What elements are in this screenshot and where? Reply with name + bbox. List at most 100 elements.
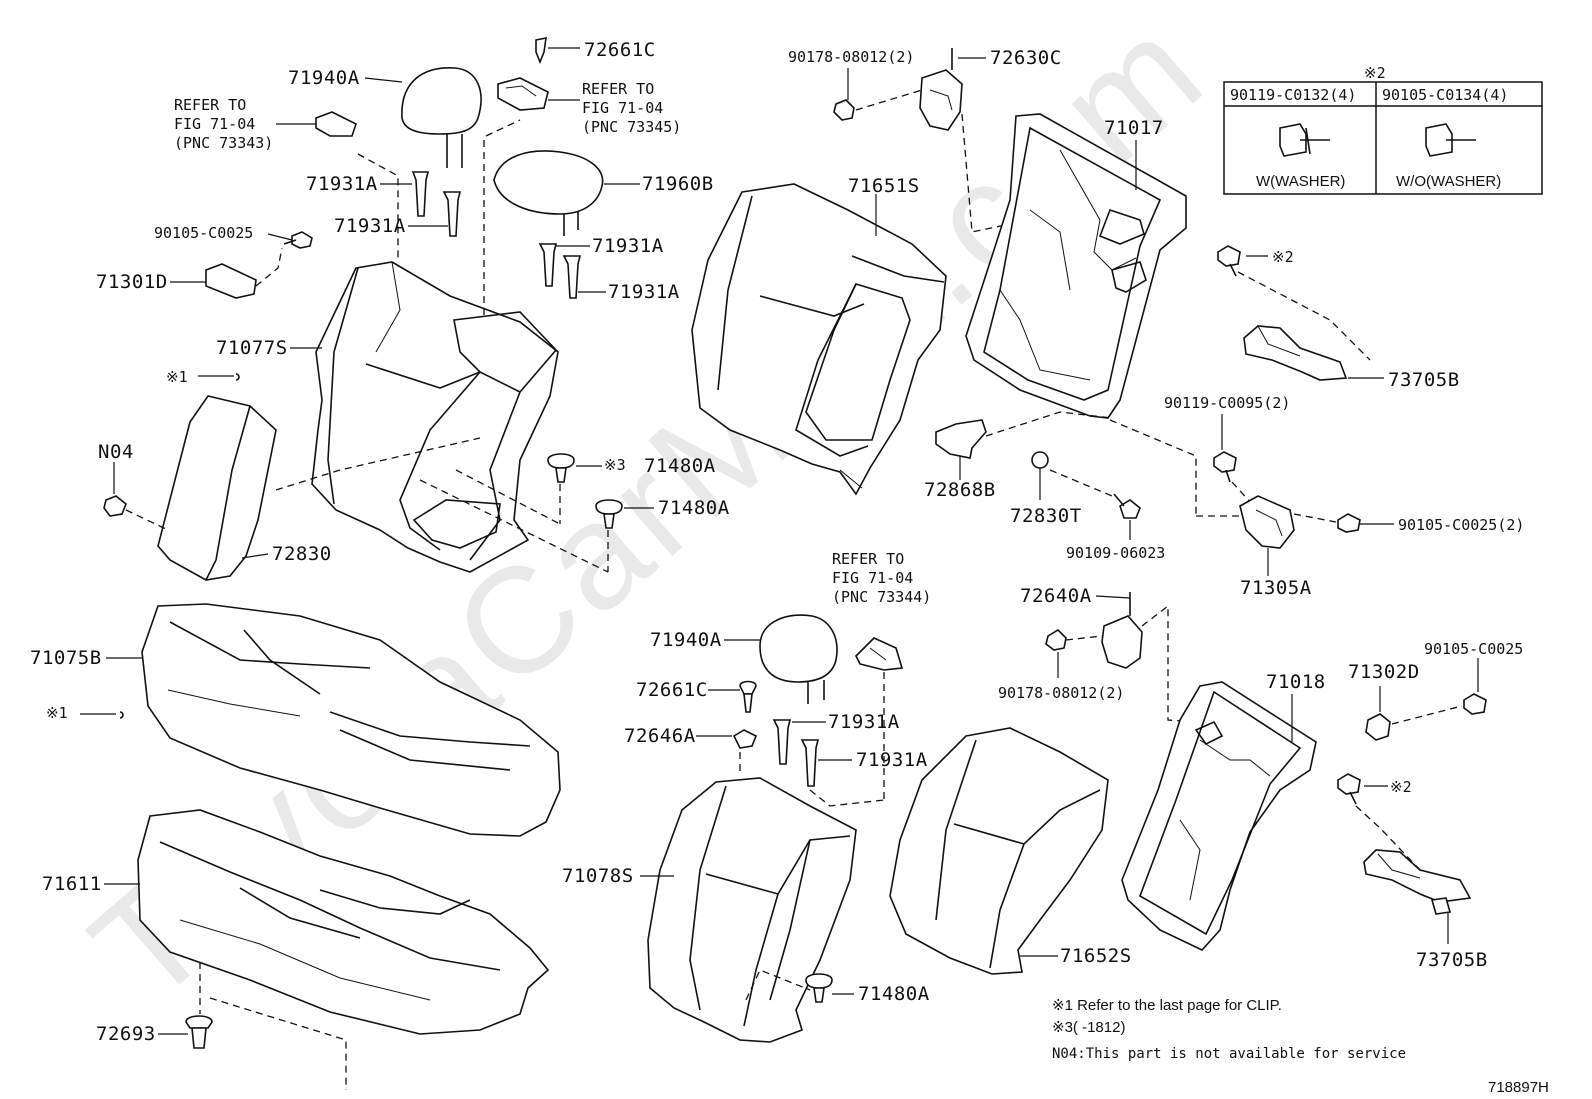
bolt-90105-C0025-a[interactable]	[283, 231, 313, 249]
seatback-assy-71078S[interactable]	[647, 777, 857, 1043]
label-71931A-2[interactable]: 71931A	[334, 215, 406, 237]
label-71931A-1[interactable]: 71931A	[306, 173, 378, 195]
nut-72830T[interactable]	[1031, 451, 1049, 469]
clip-73344[interactable]	[855, 637, 904, 671]
label-71017[interactable]: 71017	[1104, 117, 1164, 139]
seatback-cover-71651S[interactable]	[691, 183, 947, 496]
label-72630C[interactable]: 72630C	[990, 47, 1062, 69]
label-71940A-b[interactable]: 71940A	[650, 629, 722, 651]
label-71018[interactable]: 71018	[1266, 671, 1326, 693]
diagram-id: 718897H	[1488, 1079, 1549, 1096]
label-90105-C0025-b[interactable]: 90105-C0025	[1424, 640, 1523, 658]
label-71480A-a[interactable]: 71480A	[644, 455, 716, 477]
fastener-table-col1-part[interactable]: 90119-C0132(4)	[1230, 86, 1356, 104]
bracket-71301D[interactable]	[205, 263, 257, 299]
label-71611[interactable]: 71611	[42, 873, 102, 895]
clip-71480A-a[interactable]	[547, 453, 575, 483]
label-71931A-4[interactable]: 71931A	[608, 281, 680, 303]
label-71078S[interactable]: 71078S	[562, 865, 634, 887]
headrest-71940A-top[interactable]	[401, 67, 482, 168]
headrest-guide-71931A-group-1[interactable]	[411, 171, 582, 299]
frame-71017[interactable]	[965, 113, 1187, 419]
label-71301D[interactable]: 71301D	[96, 271, 168, 293]
label-71302D[interactable]: 71302D	[1348, 661, 1420, 683]
clip-71480A-b[interactable]	[595, 499, 623, 529]
label-71940A-top[interactable]: 71940A	[288, 67, 360, 89]
label-71075B[interactable]: 71075B	[30, 647, 102, 669]
label-90105-C0025-2[interactable]: 90105-C0025(2)	[1398, 516, 1524, 534]
lock-72630C[interactable]	[919, 48, 963, 131]
label-71652S[interactable]: 71652S	[1060, 945, 1132, 967]
refer-note-73345[interactable]: REFER TO FIG 71-04 (PNC 73345)	[582, 80, 681, 136]
label-71931A-5[interactable]: 71931A	[828, 711, 900, 733]
seatback-assy-71077S[interactable]	[311, 261, 559, 573]
label-N04[interactable]: N04	[98, 441, 134, 463]
label-72830T[interactable]: 72830T	[1010, 505, 1082, 527]
clip-71480A-c[interactable]	[805, 973, 833, 1003]
headrest-guide-71931A-group-2[interactable]	[772, 719, 820, 787]
label-71931A-6[interactable]: 71931A	[856, 749, 928, 771]
label-71931A-3[interactable]: 71931A	[592, 235, 664, 257]
bolt-90109[interactable]	[1113, 493, 1141, 519]
refer-note-73343[interactable]: REFER TO FIG 71-04 (PNC 73343)	[174, 96, 273, 152]
headrest-71960B[interactable]	[493, 150, 604, 236]
label-73705B-b[interactable]: 73705B	[1416, 949, 1488, 971]
label-72830[interactable]: 72830	[272, 543, 332, 565]
guide-72661C-b[interactable]	[739, 680, 757, 713]
fastener-table-header: ※2	[1364, 64, 1386, 82]
clip-73343[interactable]	[315, 111, 357, 137]
cap-72646A[interactable]	[732, 729, 758, 749]
clip-mark1-a[interactable]	[235, 373, 240, 381]
label-72868B[interactable]: 72868B	[924, 479, 996, 501]
footnote-3: ※3( -1812)	[1052, 1019, 1125, 1036]
label-73705B-a[interactable]: 73705B	[1388, 369, 1460, 391]
clip-mark1-b[interactable]	[119, 711, 124, 719]
armrest-72830[interactable]	[157, 395, 277, 581]
cushion-pad-71611[interactable]	[137, 809, 550, 1035]
bolt-90119-C0095[interactable]	[1213, 451, 1237, 483]
label-71960B[interactable]: 71960B	[642, 173, 714, 195]
bolt-90105-C0025-b[interactable]	[1463, 693, 1487, 715]
label-72661C-top[interactable]: 72661C	[584, 39, 656, 61]
label-72646A[interactable]: 72646A	[624, 725, 696, 747]
label-90178-top[interactable]: 90178-08012(2)	[788, 48, 914, 66]
headrest-71940A-b[interactable]	[759, 614, 838, 704]
label-72693[interactable]: 72693	[96, 1023, 156, 1045]
bracket-71302D[interactable]	[1365, 713, 1391, 741]
hinge-73705B-b[interactable]	[1363, 849, 1472, 915]
frame-71018[interactable]	[1121, 681, 1317, 951]
bolt-90178-top[interactable]	[833, 99, 855, 121]
label-71305A[interactable]: 71305A	[1240, 577, 1312, 599]
label-71651S[interactable]: 71651S	[848, 175, 920, 197]
clip-72693[interactable]	[185, 1015, 213, 1049]
cushion-cover-71075B[interactable]	[141, 603, 561, 837]
hinge-cover-72868B[interactable]	[935, 419, 987, 459]
label-72640A[interactable]: 72640A	[1020, 585, 1092, 607]
bolt-N04[interactable]	[103, 495, 127, 517]
label-71480A-c[interactable]: 71480A	[858, 983, 930, 1005]
label-90119-C0095[interactable]: 90119-C0095(2)	[1164, 394, 1290, 412]
bracket-71305A[interactable]	[1239, 495, 1295, 549]
label-mark1-b[interactable]: ※1	[46, 704, 68, 722]
label-mark2-a[interactable]: ※2	[1272, 248, 1294, 266]
label-90178-b[interactable]: 90178-08012(2)	[998, 684, 1124, 702]
label-72661C-b[interactable]: 72661C	[636, 679, 708, 701]
fastener-table-col2-part[interactable]: 90105-C0134(4)	[1382, 86, 1508, 104]
bolt-mark2-a[interactable]	[1217, 245, 1241, 277]
bolt-90178-b[interactable]	[1045, 628, 1067, 651]
label-71077S[interactable]: 71077S	[216, 337, 288, 359]
footnote-n04: N04:This part is not available for servi…	[1052, 1046, 1406, 1062]
label-mark1-a[interactable]: ※1	[166, 368, 188, 386]
label-90105-C0025-a[interactable]: 90105-C0025	[154, 224, 253, 242]
label-71480A-b[interactable]: 71480A	[658, 497, 730, 519]
label-mark3[interactable]: ※3	[604, 456, 626, 474]
label-90109[interactable]: 90109-06023	[1066, 544, 1165, 562]
guide-72661C-top[interactable]	[497, 36, 549, 111]
bolt-90105-C0025-2[interactable]	[1337, 513, 1361, 533]
hinge-73705B-a[interactable]	[1243, 325, 1348, 381]
refer-note-73344[interactable]: REFER TO FIG 71-04 (PNC 73344)	[832, 550, 931, 606]
bolt-mark2-b[interactable]	[1337, 773, 1361, 805]
lock-72640A[interactable]	[1101, 592, 1143, 669]
label-mark2-b[interactable]: ※2	[1390, 778, 1412, 796]
seatback-cover-71652S[interactable]	[889, 727, 1109, 975]
